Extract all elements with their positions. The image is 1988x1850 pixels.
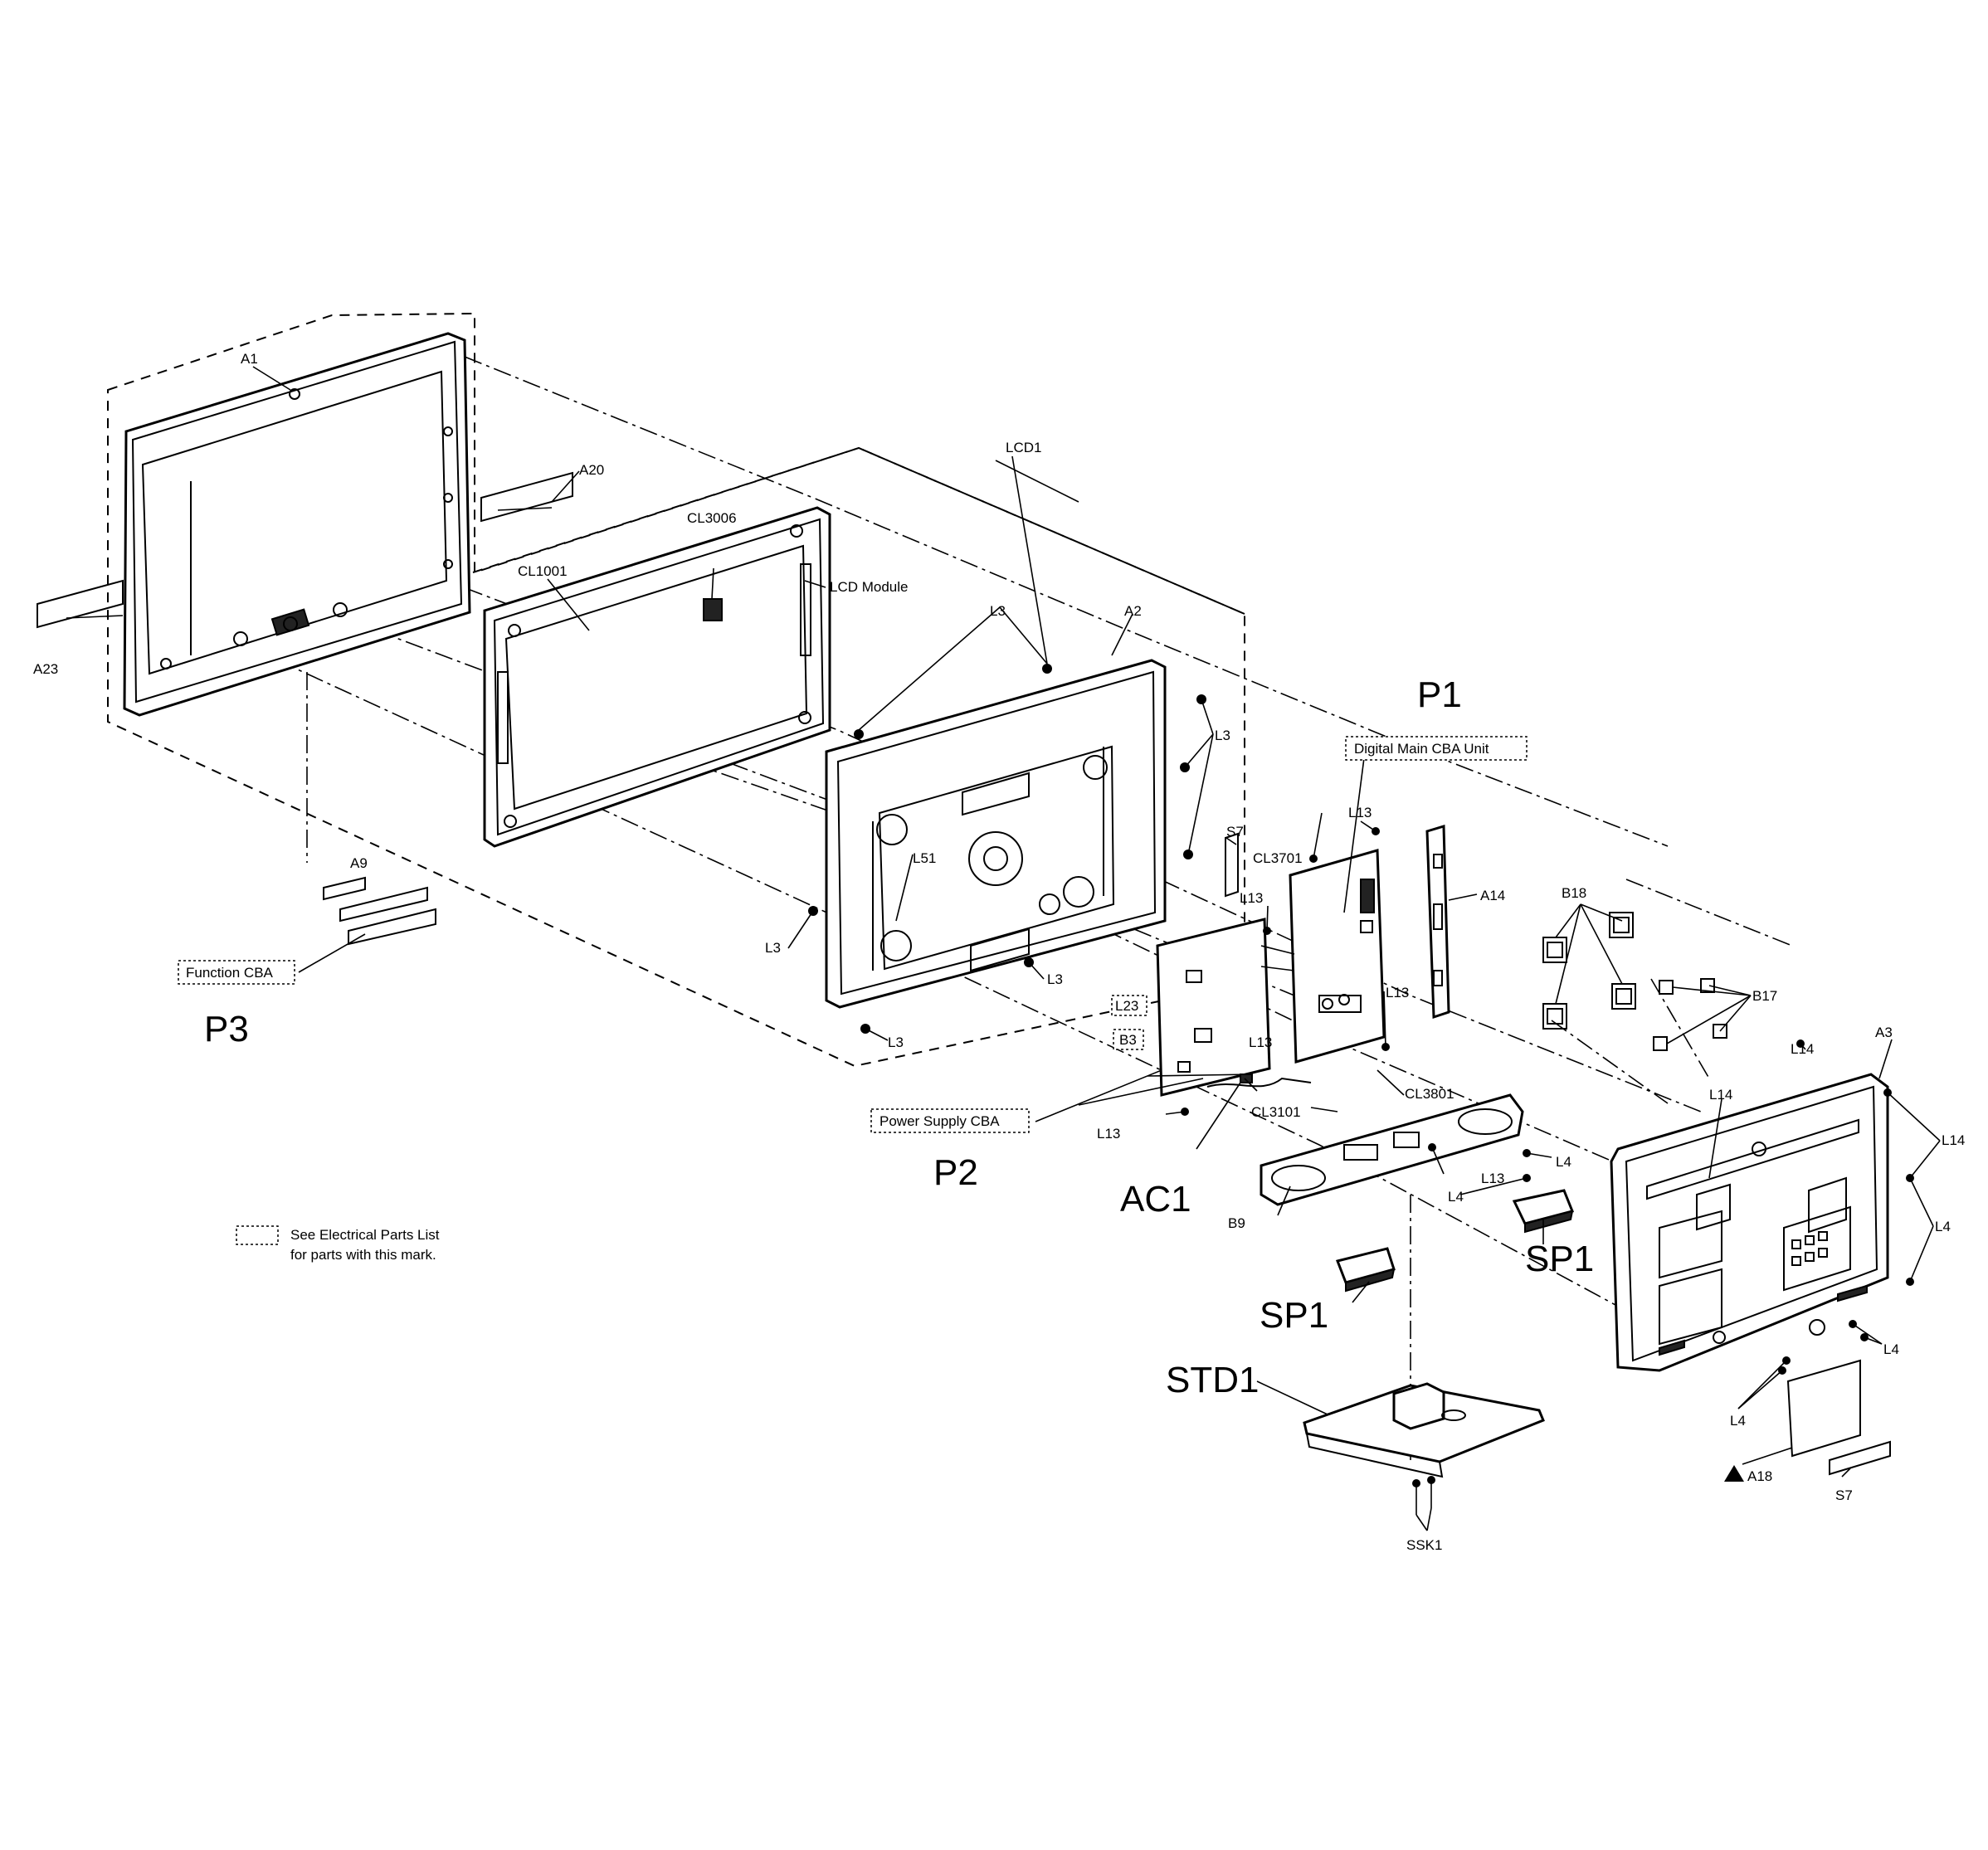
label-p1: P1 bbox=[1417, 674, 1462, 715]
label-l3-bottom: L3 bbox=[888, 1035, 904, 1050]
back-chassis-a2 bbox=[825, 659, 1167, 1009]
label-a20: A20 bbox=[579, 462, 604, 478]
label-b9: B9 bbox=[1228, 1215, 1245, 1231]
label-b17: B17 bbox=[1752, 988, 1777, 1004]
label-power-supply-cba: Power Supply CBA bbox=[879, 1113, 1000, 1129]
speaker-bracket-b9 bbox=[1260, 1093, 1524, 1206]
label-lcd-module: LCD Module bbox=[830, 579, 909, 595]
front-bezel-a1 bbox=[123, 332, 471, 717]
label-l4-bracket-m: L4 bbox=[1448, 1189, 1464, 1205]
label-b18: B18 bbox=[1562, 885, 1586, 901]
label-l23: L23 bbox=[1115, 998, 1138, 1014]
warning-triangle-icon bbox=[1724, 1465, 1744, 1482]
label-l13-left: L13 bbox=[1240, 890, 1263, 906]
label-l51: L51 bbox=[913, 850, 936, 866]
label-b3: B3 bbox=[1119, 1032, 1137, 1048]
label-l13-board: L13 bbox=[1249, 1035, 1272, 1050]
p3-assembly-boundary bbox=[107, 312, 1245, 1068]
label-strip-s7-lower bbox=[1829, 1440, 1891, 1476]
label-strip-s7-upper bbox=[1225, 832, 1239, 898]
label-l13-top: L13 bbox=[1348, 805, 1372, 820]
label-a1: A1 bbox=[241, 351, 258, 367]
label-std1: STD1 bbox=[1166, 1360, 1259, 1400]
label-p2: P2 bbox=[933, 1152, 978, 1193]
label-l14-right: L14 bbox=[1942, 1132, 1965, 1148]
label-a18: A18 bbox=[1747, 1468, 1772, 1484]
label-sp1-right: SP1 bbox=[1525, 1239, 1594, 1279]
legend-line-2: for parts with this mark. bbox=[290, 1247, 436, 1263]
boxed-labels: Digital Main CBA Unit Function CBA Power… bbox=[178, 736, 1528, 1133]
side-bracket-a14 bbox=[1425, 824, 1450, 1020]
screws-l3 bbox=[808, 664, 1206, 1034]
label-l3-right: L3 bbox=[1215, 728, 1230, 743]
legend: See Electrical Parts List for parts with… bbox=[236, 1225, 440, 1263]
label-l3-left: L3 bbox=[765, 940, 781, 956]
label-function-cba: Function CBA bbox=[186, 965, 274, 981]
label-l13-low: L13 bbox=[1097, 1126, 1120, 1142]
label-cl3801: CL3801 bbox=[1405, 1086, 1454, 1102]
part-labels: A1 A20 A23 LCD1 CL3006 CL1001 LCD Module… bbox=[33, 351, 1965, 1553]
stand-std1 bbox=[1303, 1382, 1545, 1478]
lcd-module-frame bbox=[483, 506, 831, 848]
label-l4-right: L4 bbox=[1935, 1219, 1951, 1234]
label-s7-top: S7 bbox=[1226, 824, 1244, 840]
label-l4-bracket-r: L4 bbox=[1556, 1154, 1571, 1170]
label-l4-bottom: L4 bbox=[1730, 1413, 1746, 1429]
label-l13-bracket: L13 bbox=[1481, 1171, 1504, 1186]
label-a9: A9 bbox=[350, 855, 368, 871]
label-l13-mid: L13 bbox=[1386, 985, 1409, 1000]
label-cl1001: CL1001 bbox=[518, 563, 568, 579]
feet-b18-b17 bbox=[1542, 912, 1727, 1051]
screws-ssk1 bbox=[1412, 1476, 1435, 1515]
label-lcd1: LCD1 bbox=[1006, 440, 1041, 455]
digital-main-cba-board bbox=[1260, 849, 1386, 1064]
label-sp1-left: SP1 bbox=[1260, 1295, 1328, 1336]
label-ac1: AC1 bbox=[1120, 1179, 1191, 1220]
label-l14-top: L14 bbox=[1791, 1041, 1814, 1057]
sheet-a18 bbox=[1786, 1359, 1861, 1458]
speaker-sp1-right bbox=[1512, 1189, 1575, 1234]
leader-lines bbox=[252, 366, 1941, 1531]
speaker-sp1-left bbox=[1335, 1247, 1396, 1293]
label-s7-bottom: S7 bbox=[1835, 1487, 1853, 1503]
label-a23: A23 bbox=[33, 661, 58, 677]
label-l4-low-right: L4 bbox=[1883, 1341, 1899, 1357]
lcd1-assembly-boundary bbox=[472, 446, 1245, 615]
label-l3-mid: L3 bbox=[1047, 971, 1063, 987]
label-a14: A14 bbox=[1480, 888, 1505, 903]
label-digital-main-cba: Digital Main CBA Unit bbox=[1354, 741, 1489, 757]
label-p3: P3 bbox=[204, 1009, 249, 1049]
label-strip-a20 bbox=[480, 471, 573, 523]
power-supply-cba-board bbox=[1156, 918, 1312, 1097]
label-cl3006: CL3006 bbox=[687, 510, 737, 526]
label-a2: A2 bbox=[1124, 603, 1142, 619]
label-a3: A3 bbox=[1875, 1025, 1893, 1040]
label-strip-a23 bbox=[37, 579, 124, 629]
label-cl3701: CL3701 bbox=[1253, 850, 1303, 866]
label-ssk1: SSK1 bbox=[1406, 1537, 1442, 1553]
legend-line-1: See Electrical Parts List bbox=[290, 1227, 440, 1243]
label-l14-inner: L14 bbox=[1709, 1087, 1732, 1103]
label-cl3101: CL3101 bbox=[1251, 1104, 1301, 1120]
misc-screws bbox=[1181, 827, 1914, 1375]
function-cba-board bbox=[323, 876, 436, 946]
label-l3-top: L3 bbox=[990, 603, 1006, 619]
back-cover-a3 bbox=[1610, 1073, 1889, 1372]
